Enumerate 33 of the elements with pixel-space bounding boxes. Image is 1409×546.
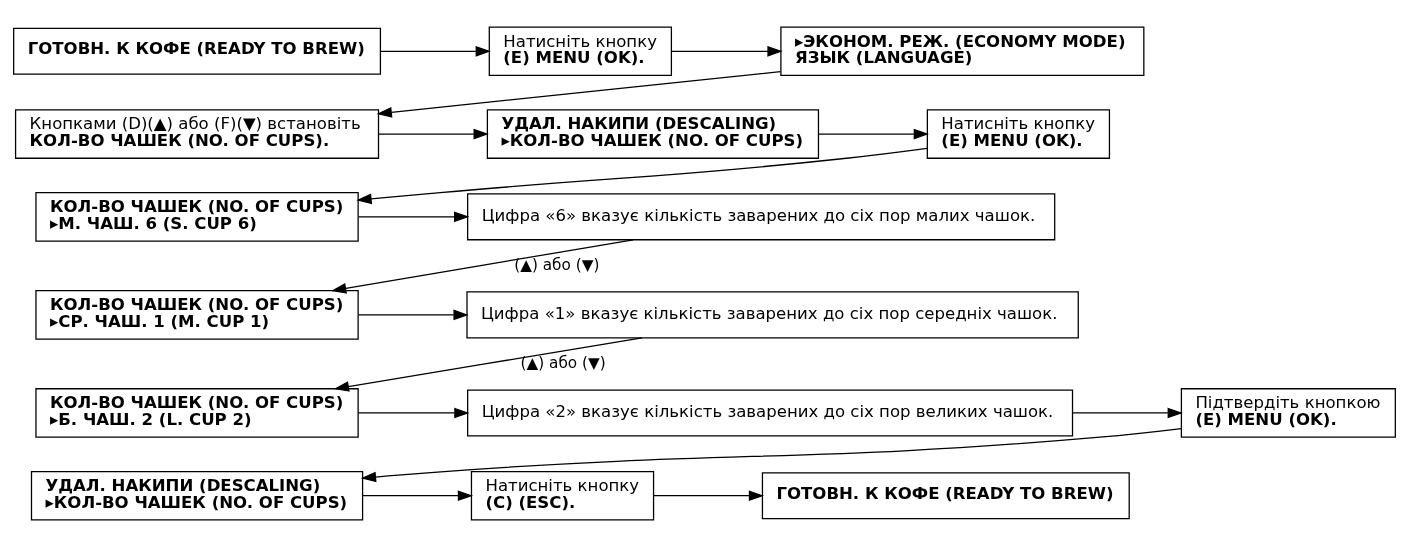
node-box: ГОТОВН. К КОФЕ (READY TO BREW) — [761, 471, 1130, 519]
edge-label: (▲) або (▼) — [514, 255, 600, 274]
node-box: Натисніть кнопку (E) MENU (OK). — [488, 25, 673, 76]
edge-label: (▲) або (▼) — [520, 353, 606, 372]
arrow — [331, 238, 634, 294]
node-box: КОЛ-ВО ЧАШЕК (NO. OF CUPS) ▸Б. ЧАШ. 2 (L. CUP 2) — [35, 387, 359, 438]
arrow — [1072, 407, 1183, 418]
node-box: КОЛ-ВО ЧАШЕК (NO. OF CUPS) ▸М. ЧАШ. 6 (S. CUP 6) — [35, 191, 359, 242]
node-box: ▸ЭКОНОМ. РЕЖ. (ECONOMY MODE) ЯЗЫК (LANGUAGE) — [780, 25, 1145, 76]
arrow — [357, 211, 470, 222]
arrow — [671, 45, 783, 57]
node-box: Кнопками (D)(▲) або (F)(▼) встановіть КОЛ-ВО ЧАШЕК (NO. OF CUPS). — [14, 108, 380, 159]
arrow — [357, 407, 470, 418]
arrow — [356, 147, 928, 204]
node-box: УДАЛ. НАКИПИ (DESCALING) ▸КОЛ-ВО ЧАШЕК (NO. OF CUPS) — [486, 108, 820, 159]
node-box: Цифра «2» вказує кількість заварених до сіх пор великих чашок. — [467, 388, 1074, 436]
arrow — [379, 45, 491, 57]
arrow — [817, 128, 929, 139]
node-box: Цифра «1» вказує кількість заварених до сіх пор середніх чашок. — [466, 290, 1079, 338]
node-box: Натисніть кнопку (E) MENU (OK). — [926, 108, 1111, 159]
arrow — [376, 70, 782, 118]
node-box: ГОТОВН. К КОФЕ (READY TO BREW) — [13, 27, 382, 75]
arrow — [362, 489, 474, 501]
arrow — [333, 336, 643, 392]
node-box: УДАЛ. НАКИПИ (DESCALING) ▸КОЛ-ВО ЧАШЕК (NO. OF CUPS) — [30, 470, 364, 521]
node-box: Підтвердіть кнопкою (E) MENU (OK). — [1180, 387, 1396, 438]
node-box: КОЛ-ВО ЧАШЕК (NO. OF CUPS) ▸СР. ЧАШ. 1 (M. CUP 1) — [35, 289, 359, 340]
arrow — [378, 128, 489, 139]
node-box: Натисніть кнопку (C) (ESC). — [470, 470, 655, 521]
arrow — [360, 427, 1182, 482]
arrow — [357, 309, 469, 320]
node-box: Цифра «6» вказує кількість заварених до сіх пор малих чашок. — [467, 192, 1056, 240]
arrow — [653, 489, 765, 501]
